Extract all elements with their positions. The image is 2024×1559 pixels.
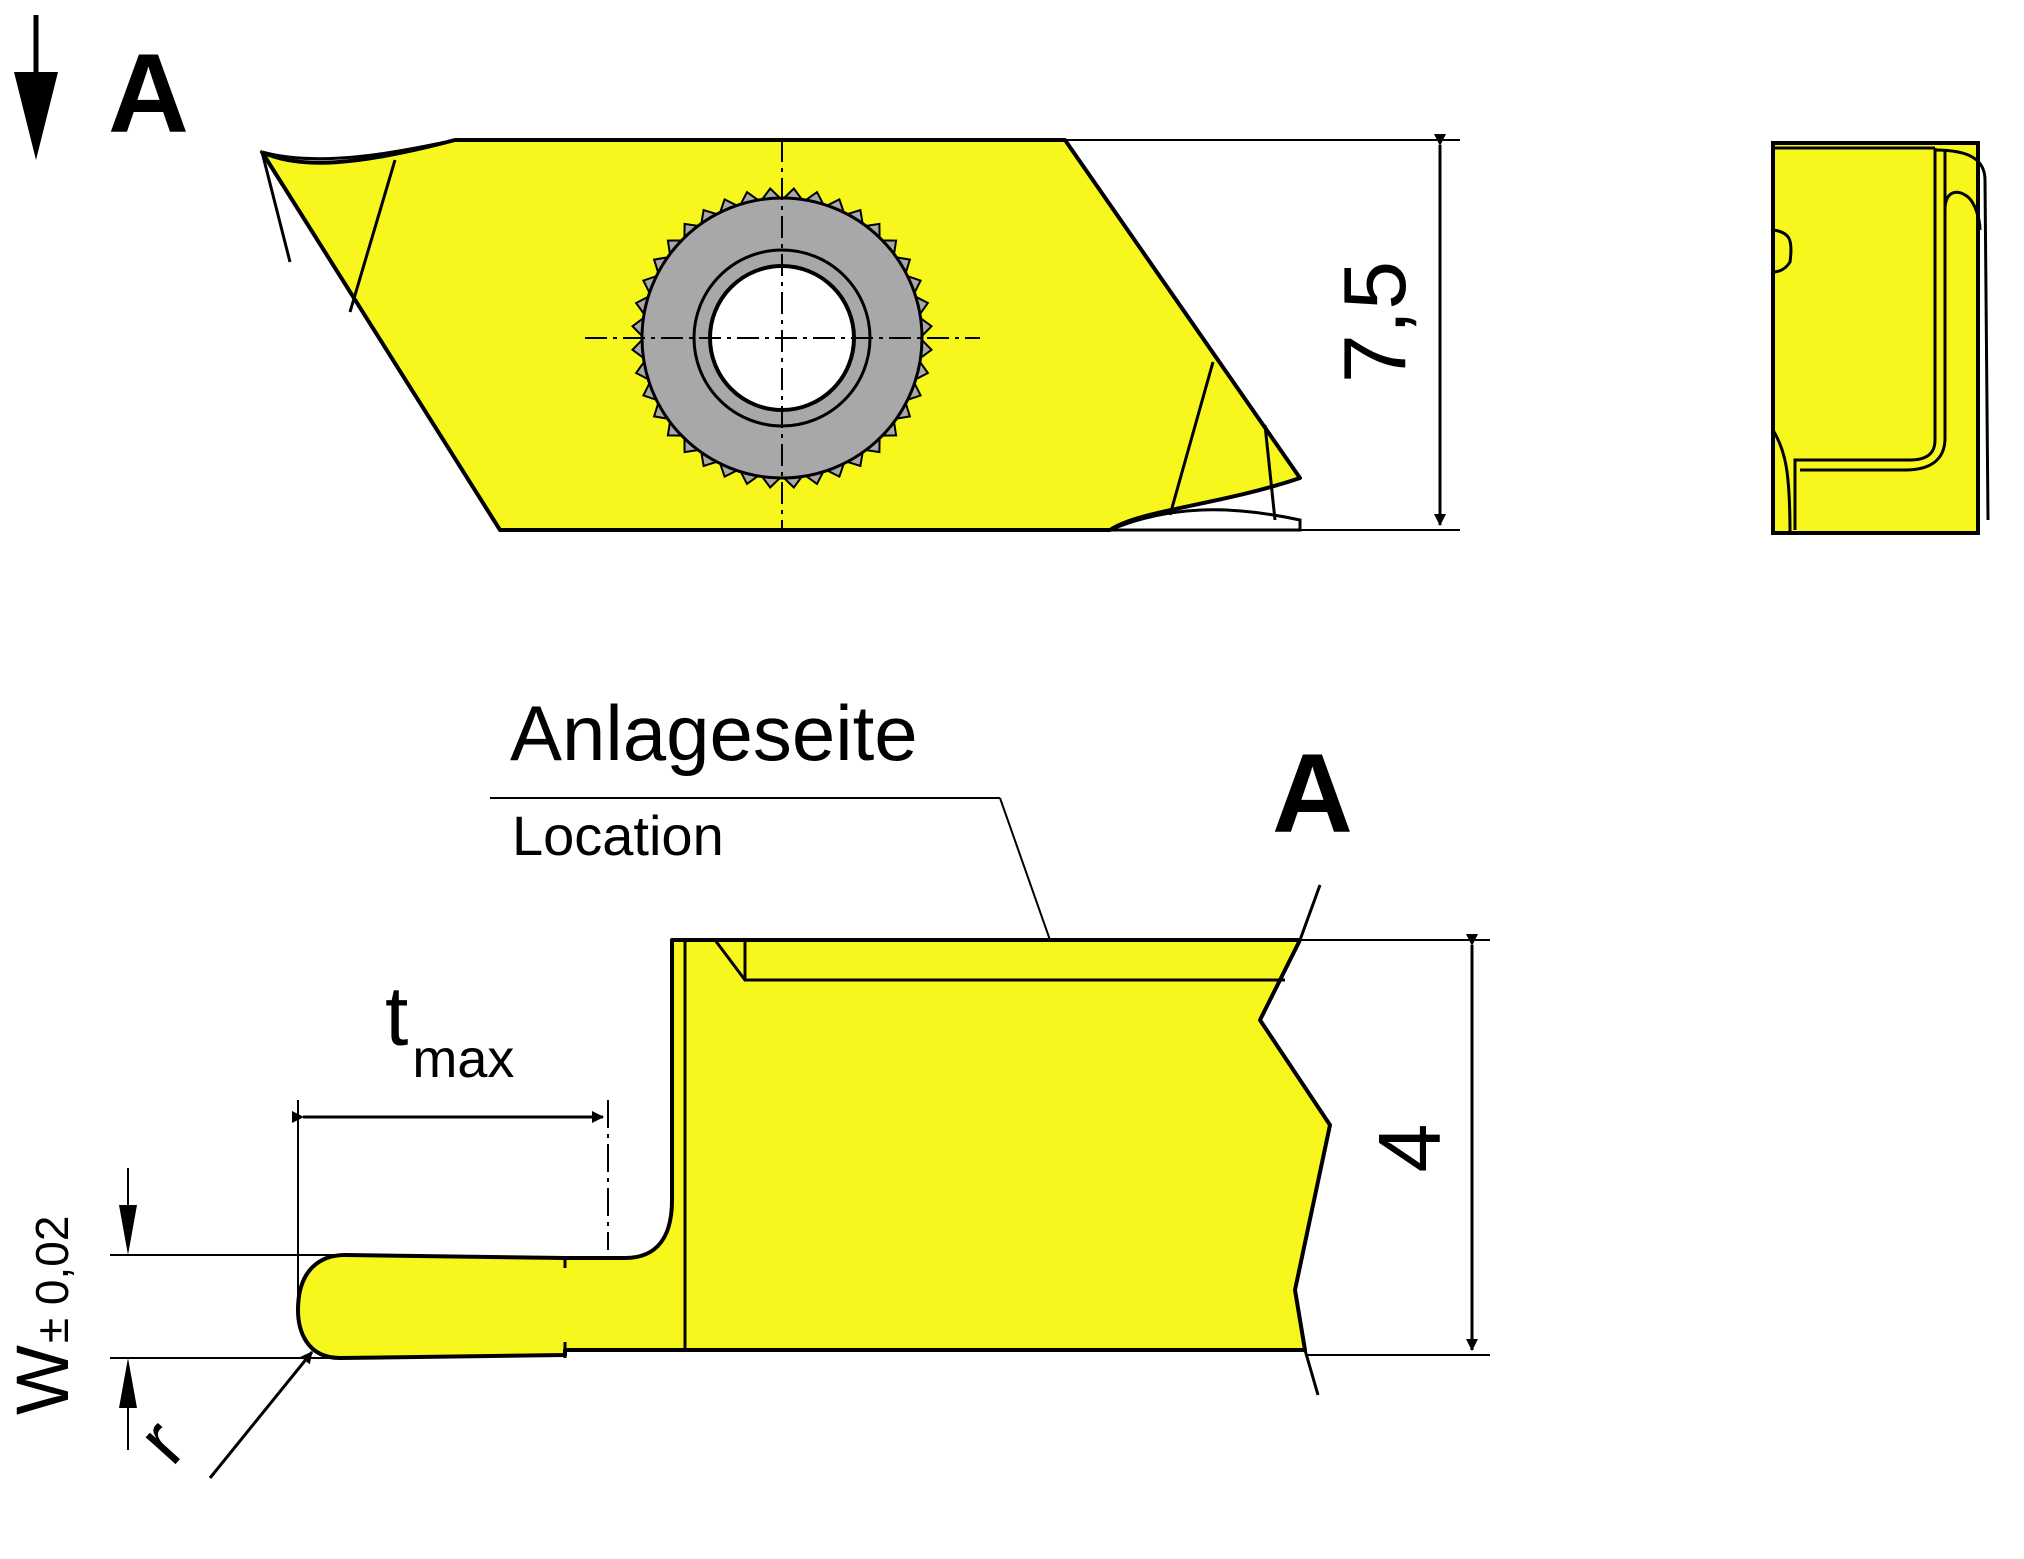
end-view (1771, 141, 1990, 535)
annotation-secondary: Location (512, 804, 724, 867)
dim-height-side: 4 (1360, 1124, 1459, 1173)
annotation-leader (999, 797, 1051, 941)
top-view: 7,5 (260, 134, 1460, 532)
dim-width: W± 0,02 (1, 1216, 84, 1415)
dim-height-top: 7,5 (1325, 261, 1424, 383)
bottom-right-notch (1109, 508, 1302, 532)
dim-radius: r (121, 1404, 201, 1480)
arrow-w-bottom-icon (119, 1358, 137, 1408)
dim-tmax: tmax (385, 969, 514, 1089)
section-arrow-label: A (108, 31, 189, 156)
radius-leader (208, 1351, 314, 1479)
top-left-notch (262, 140, 455, 160)
dim-width-main: W (1, 1345, 84, 1415)
arrow-down-icon (14, 72, 58, 160)
dim-width-tol: ± 0,02 (26, 1216, 78, 1344)
side-view: Anlageseite Location A 4 tmax (1, 689, 1490, 1479)
section-arrow: A (14, 15, 189, 160)
arrow-w-top-icon (119, 1205, 137, 1255)
insert-body-side (296, 938, 1332, 1360)
dim-tmax-main: t (385, 969, 408, 1063)
dim-tmax-sub: max (412, 1029, 514, 1089)
section-label: A (1272, 731, 1353, 856)
annotation-primary: Anlageseite (510, 689, 918, 777)
